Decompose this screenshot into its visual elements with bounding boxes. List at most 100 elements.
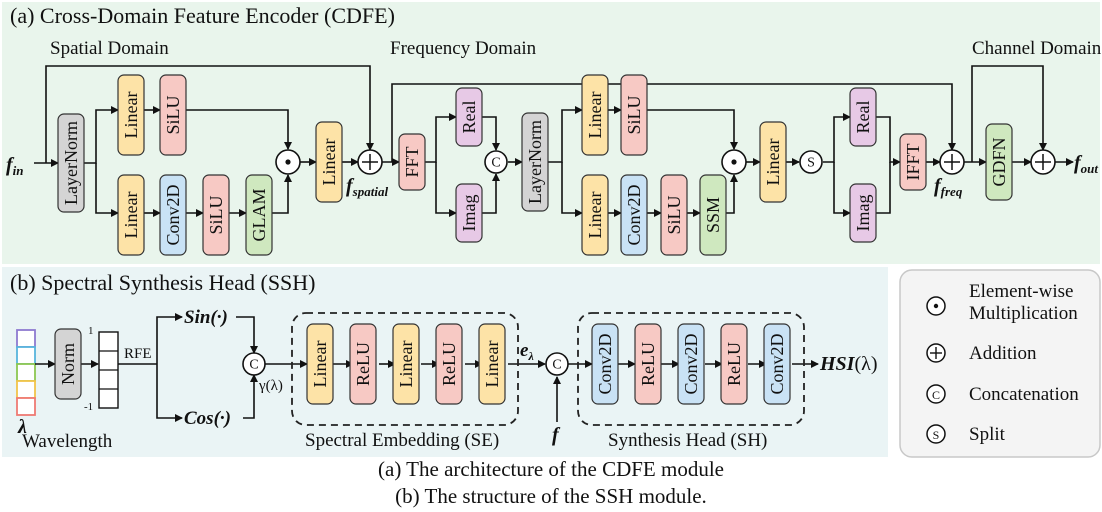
se-caption: Spectral Embedding (SE) [305,430,499,451]
real-block-2: Real [849,87,877,147]
cdfe-connections [34,65,1074,217]
svg-text:C: C [249,358,258,373]
svg-text:Imag: Imag [853,195,873,232]
f-out-label: fout [1074,152,1098,176]
add-op-2 [939,149,965,175]
legend-add-icon [926,343,946,363]
svg-text:Conv2D: Conv2D [163,184,183,245]
ssm-block: SSM [699,174,727,256]
wavelength-color-bar [16,329,36,416]
se-blocks: Linear ReLU Linear ReLU Linear [306,323,506,405]
caption-line-1: (a) The architecture of the CDFE module [378,457,724,481]
f-in-label: fin [6,154,24,178]
sh-group-border [577,312,805,426]
linear-block-top-2: Linear [581,74,609,156]
svg-text:GDFN: GDFN [989,137,1009,186]
sh-blocks-label-2: ReLU [638,342,658,386]
sh-blocks-label-5: Conv2D [767,333,787,394]
legend-add-label: Addition [969,343,1037,364]
svg-text:Linear: Linear [585,92,605,139]
concat-op-2: C [242,352,266,376]
frequency-domain-label: Frequency Domain [390,38,537,59]
ssh-connections [35,313,819,422]
layernorm-block-2: LayerNorm [521,112,549,212]
svg-text:GLAM: GLAM [249,189,269,242]
se-blocks-label-3: Linear [396,341,416,388]
sh-blocks-label-1: Conv2D [595,333,615,394]
tick-bottom: -1 [84,401,93,413]
se-blocks-label-2: ReLU [353,342,373,386]
svg-text:Real: Real [853,101,873,134]
linear-block-2: Linear [315,121,343,203]
svg-text:Linear: Linear [319,139,339,186]
cos-label: Cos(·) [184,408,231,429]
svg-text:SiLU: SiLU [206,195,226,234]
svg-text:C: C [932,388,940,402]
legend-multiply-icon [926,296,946,316]
f-freq-label: ffreq [934,175,963,199]
legend-box [899,269,1101,458]
svg-text:Linear: Linear [121,92,141,139]
svg-text:Linear: Linear [121,192,141,239]
silu-block-top-2: SiLU [620,74,648,156]
add-op-1 [357,149,383,175]
sh-blocks-block-5: Conv2D [763,323,791,405]
se-blocks-block-1: Linear [306,323,334,405]
se-blocks-block-3: Linear [392,323,420,405]
ssh-title: (b) Spectral Synthesis Head (SSH) [10,270,316,295]
sh-blocks-block-1: Conv2D [591,323,619,405]
concat-op-1: C [484,150,508,174]
legend-split-label: Split [969,424,1006,445]
layernorm-block-1: LayerNorm [57,113,85,213]
svg-text:C: C [552,358,561,373]
svg-text:SiLU: SiLU [163,95,183,134]
f-spatial-label: fspatial [346,175,388,199]
se-blocks-block-4: ReLU [435,323,463,405]
linear-block-bottom-2: Linear [581,174,609,256]
linear-block-bottom-1: Linear [117,174,145,256]
gdfn-block: GDFN [985,123,1013,201]
silu-block-top-1: SiLU [159,74,187,156]
svg-text:Linear: Linear [763,139,783,186]
legend-concat-icon: C [926,384,946,404]
glam-block: GLAM [245,174,273,256]
svg-text:IFFT: IFFT [903,143,923,180]
se-group-border [291,312,519,426]
svg-text:Real: Real [459,101,479,134]
multiply-op-1 [275,149,301,175]
svg-text:LayerNorm: LayerNorm [525,120,545,204]
legend-concat-label: Concatenation [969,384,1079,405]
svg-text:Norm: Norm [58,343,78,385]
channel-domain-label: Channel Domain [972,38,1102,59]
sh-blocks-label-3: Conv2D [681,333,701,394]
ifft-block: IFFT [899,133,927,191]
concat-op-3: C [545,352,569,376]
rfe-label: RFE [124,346,152,362]
add-op-3 [1030,149,1056,175]
cdfe-title: (a) Cross-Domain Feature Encoder (CDFE) [10,3,395,28]
svg-text:S: S [933,428,940,442]
sh-caption: Synthesis Head (SH) [608,430,767,451]
multiply-op-2 [721,149,747,175]
svg-text:SiLU: SiLU [624,95,644,134]
caption-line-2: (b) The structure of the SSH module. [395,484,707,508]
legend-multiply-label-2: Multiplication [969,303,1078,324]
silu-block-bottom-2: SiLU [660,174,688,256]
spatial-domain-label: Spatial Domain [50,38,169,59]
imag-block-2: Imag [849,183,877,243]
silu-block-bottom-1: SiLU [202,174,230,256]
se-blocks-block-2: ReLU [349,323,377,405]
svg-text:S: S [807,156,815,171]
imag-block-1: Imag [455,183,483,243]
legend-multiply-label: Element-wise [969,281,1073,302]
real-block-1: Real [455,87,483,147]
conv2d-block-2: Conv2D [620,174,648,256]
linear-block-3: Linear [759,121,787,203]
sh-blocks: Conv2D ReLU Conv2D ReLU Conv2D [591,323,791,405]
sh-blocks-label-4: ReLU [724,342,744,386]
se-blocks-block-5: Linear [478,323,506,405]
linear-block-top-1: Linear [117,74,145,156]
f-ssh-label: f [552,424,561,446]
sh-blocks-block-4: ReLU [720,323,748,405]
